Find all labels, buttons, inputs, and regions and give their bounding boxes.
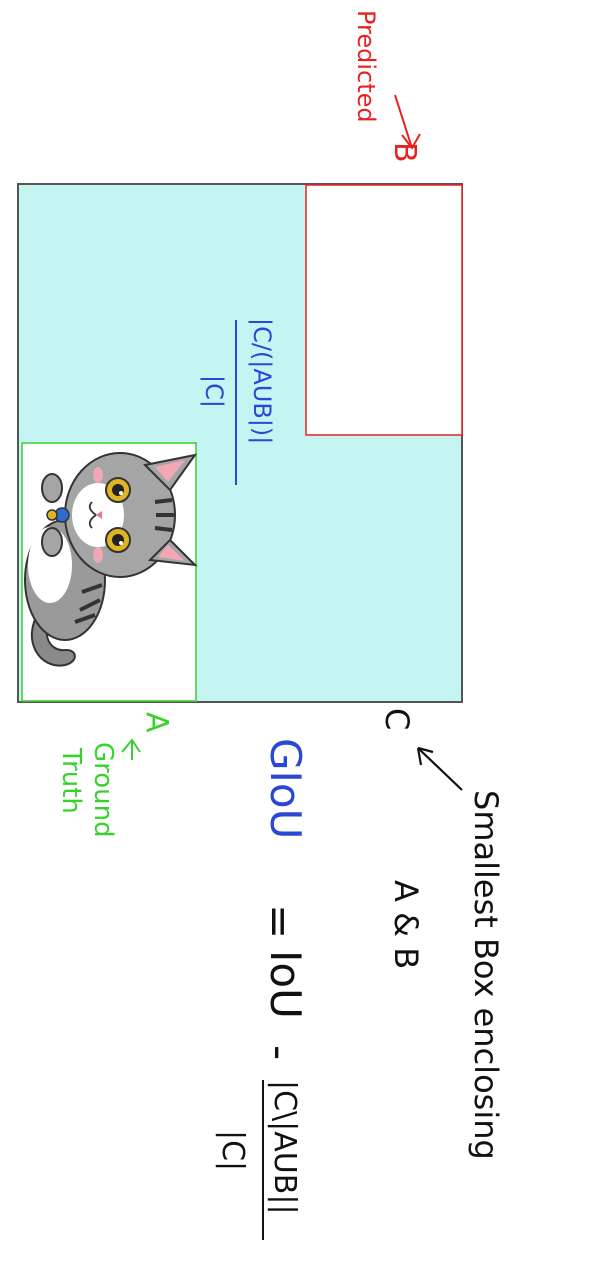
formula-equals: =	[255, 904, 304, 940]
center-fraction-numerator: |C/(|AUB|)|	[248, 318, 276, 445]
c-label: C	[378, 708, 416, 731]
giou-lhs: GIoU	[261, 738, 310, 840]
formula-numerator: |C\|AUB||	[267, 1080, 302, 1215]
predicted-label: Predicted	[352, 10, 380, 123]
center-fraction-denominator: |C|	[200, 375, 228, 408]
formula-iou: IoU	[261, 950, 310, 1019]
b-label: B	[387, 142, 422, 163]
arrow-to-b	[394, 94, 421, 150]
arrow-to-c	[416, 746, 463, 791]
cat-icon	[24, 452, 198, 667]
ground-truth-line2: Truth	[56, 748, 86, 814]
ground-truth-line1: Ground	[88, 742, 118, 838]
formula-minus: -	[255, 1045, 304, 1061]
smallest-box-line2: A & B	[387, 880, 425, 970]
formula-denominator: |C|	[215, 1130, 250, 1172]
a-label: A	[139, 712, 174, 733]
smallest-box-line1: Smallest Box enclosing	[467, 790, 505, 1160]
arrow-to-a	[121, 738, 141, 760]
predicted-box-b	[305, 184, 463, 436]
